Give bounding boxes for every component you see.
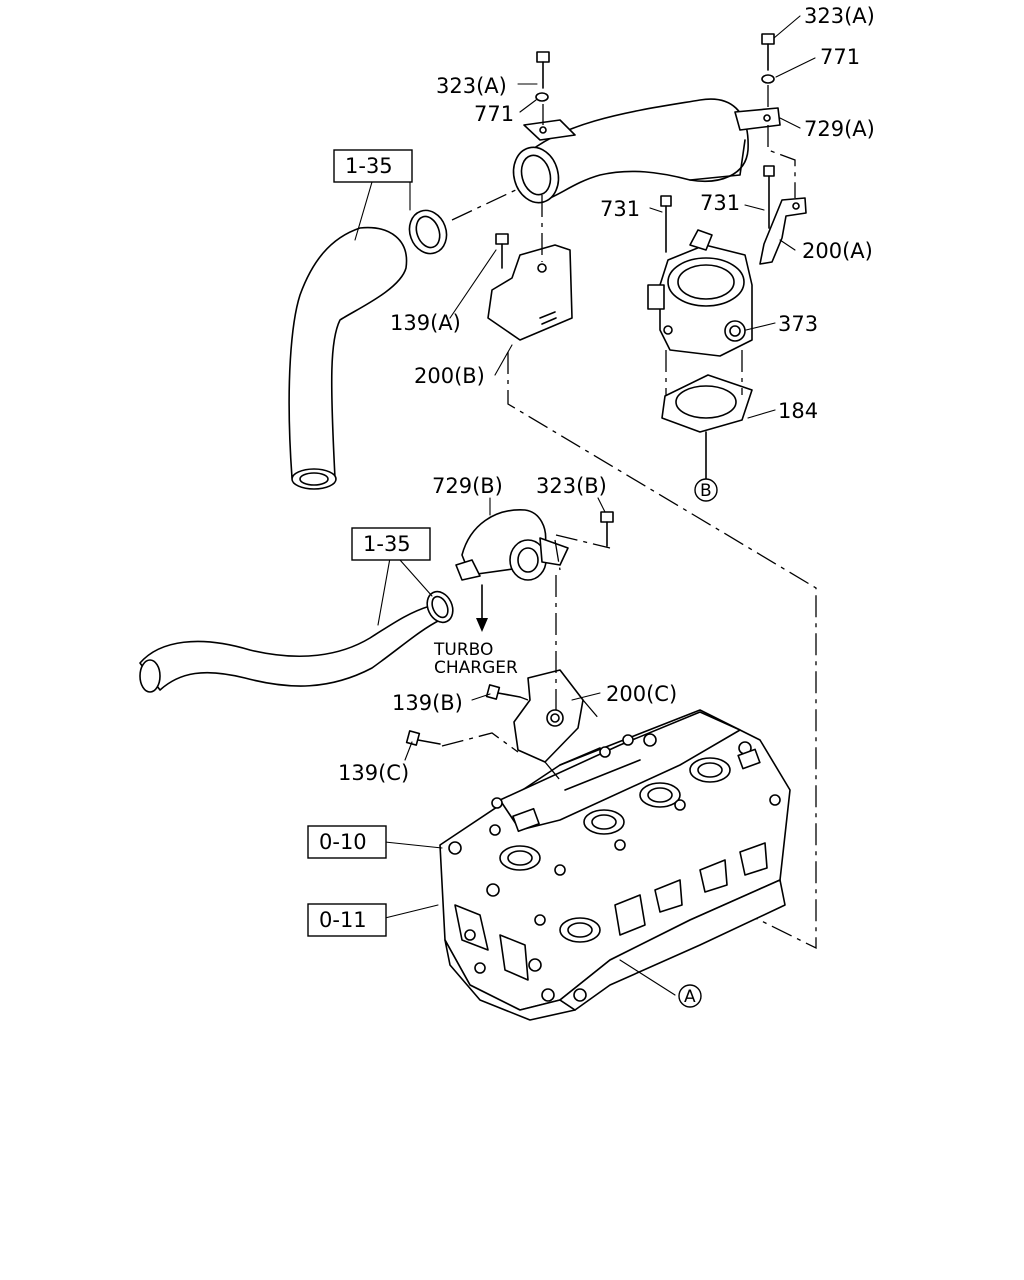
callout-373: 373 [778,312,818,336]
callout-139a: 139(A) [390,311,461,335]
bracket-200c [513,669,584,763]
bolt-731-left [660,195,672,253]
ref-box-0-11-label: 0-11 [319,908,367,932]
ref-box-0-10-label: 0-10 [319,830,367,854]
ref-box-1-35-top-label: 1-35 [345,154,393,178]
upper-hose [288,226,408,490]
callout-200c: 200(C) [606,682,677,706]
ref-box-0-10: 0-10 [307,825,387,859]
callout-771-top: 771 [820,45,860,69]
hose-clamp-lower [426,590,454,624]
ref-box-1-35-mid-label: 1-35 [363,532,411,556]
bolt-139b [485,684,521,700]
gasket-184 [661,374,753,433]
callout-729b: 729(B) [432,474,503,498]
cylinder-head [439,709,791,1021]
callout-323b: 323(B) [536,474,607,498]
bolt-731-right [763,165,775,229]
turbo-charger-label-line2: CHARGER [434,658,518,678]
bracket-200b [487,244,573,341]
callout-323a-top: 323(A) [804,4,875,28]
ref-box-0-11: 0-11 [307,903,387,937]
elbow-pipe-729b [455,509,569,581]
marker-a-label: A [684,987,696,1007]
callout-729a: 729(A) [804,117,875,141]
callout-139b: 139(B) [392,691,463,715]
bolt-139a [495,233,509,269]
turbo-charger-arrow [476,584,488,632]
leader-lines [354,15,816,996]
hose-clamp-upper [408,209,448,255]
marker-circle-a: A [678,984,702,1008]
callout-184: 184 [778,399,818,423]
bracket-200a [759,197,807,265]
callout-323a-left: 323(A) [436,74,507,98]
callout-139c: 139(C) [338,761,409,785]
throttle-body-373 [647,229,753,357]
ref-box-1-35-mid: 1-35 [351,527,431,561]
callout-200b: 200(B) [414,364,485,388]
bolt-323a-left [535,51,550,102]
bolt-323a-right [761,33,775,84]
intake-pipe-729a [512,98,781,204]
bolt-323b [600,511,614,547]
marker-circle-b: B [694,478,718,502]
callout-731-right: 731 [700,191,740,215]
turbo-charger-label-line1: TURBO [433,640,493,660]
callout-731-left: 731 [600,197,640,221]
ref-box-1-35-top: 1-35 [333,149,413,183]
callout-771-left: 771 [474,102,514,126]
marker-b-label: B [700,481,712,501]
callout-200a: 200(A) [802,239,873,263]
lower-hose [139,605,441,693]
